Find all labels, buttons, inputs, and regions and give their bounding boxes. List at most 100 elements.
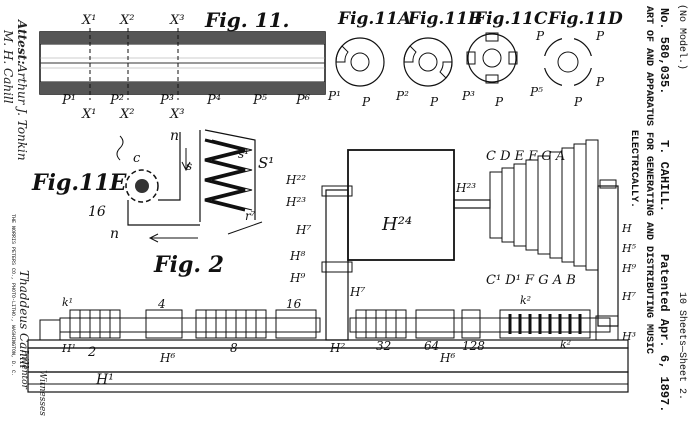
fig11d-p-c: P <box>573 95 583 109</box>
label-sixteen: 16 <box>286 297 302 311</box>
label-32: 32 <box>376 339 391 353</box>
patent-number: No. 580,035. <box>657 8 671 94</box>
label-p3: P³ <box>159 93 174 108</box>
fig11b-disc <box>403 37 453 87</box>
witnesses-block: Thaddeus Cahill <box>17 270 31 369</box>
fig11d-disc <box>543 37 593 87</box>
label-h7-center: H⁷ <box>349 285 365 299</box>
label-x1: X¹ <box>81 13 96 28</box>
witness2-block: M. H. Cahill <box>1 29 15 104</box>
label-four: 4 <box>157 297 166 311</box>
label-x2: X² <box>119 13 134 28</box>
witnesses-label-block: Witnesses <box>37 370 47 416</box>
no-model-block: (No Model.) <box>676 4 688 70</box>
label-k2-bottom: k² <box>560 338 571 351</box>
fig11e-assembly <box>116 129 263 243</box>
fig11e-c: c <box>133 151 141 166</box>
fig11c-title: Fig.11C <box>473 9 548 29</box>
witness1-signature: Arthur J. Tonkin <box>15 63 29 161</box>
label-h9-right: H⁹ <box>621 262 637 275</box>
fig11a-p: P <box>361 95 371 109</box>
label-h1-left: H¹ <box>61 342 76 355</box>
fig11e-n-bottom: n <box>110 226 119 242</box>
fig11a-p1: P¹ <box>327 89 341 103</box>
fig2-base <box>27 339 629 393</box>
fig2-motor <box>347 149 491 261</box>
fig11c-p3: P³ <box>461 89 475 103</box>
title-block-2: ELECTRICALLY. <box>628 130 639 208</box>
fig11-title: Fig. 11. <box>204 8 290 32</box>
fig11e-r7: r⁷ <box>245 209 256 223</box>
label-h4: H <box>621 222 632 235</box>
inventor-label: Inventor <box>19 349 29 390</box>
label-k2-top: k² <box>520 294 531 307</box>
fig11d-title: Fig.11D <box>547 9 623 29</box>
fig11b-p: P <box>429 95 439 109</box>
fig11e-S1: S¹ <box>258 154 274 172</box>
label-h8-left: H⁸ <box>289 249 305 263</box>
inventor-name-block: T. CAHILL. <box>657 140 671 212</box>
attest-label: Attest: <box>15 19 29 65</box>
fig2-stepped-cone <box>489 139 619 327</box>
fig11e-s1: s¹ <box>238 147 249 161</box>
label-h7-left: H⁷ <box>295 223 311 237</box>
fig11e-title: Fig.11E <box>31 170 128 196</box>
label-h23-left: H²³ <box>285 195 306 209</box>
patent-title-line2: ELECTRICALLY. <box>628 130 639 208</box>
label-h9-left: H⁹ <box>289 271 305 285</box>
label-two: 2 <box>87 345 96 360</box>
fig11a-disc <box>335 37 385 87</box>
label-x2-bottom: X² <box>119 107 134 122</box>
fig11e-s: s <box>186 159 192 173</box>
fig2-center-standard <box>321 185 353 341</box>
label-64: 64 <box>424 339 439 353</box>
label-h24: H²⁴ <box>381 214 412 235</box>
patent-title-line1: ART OF AND APPARATUS FOR GENERATING AND … <box>643 6 654 354</box>
publisher-block: THE NORRIS PETERS CO., PHOTO-LITHO., WAS… <box>10 214 16 376</box>
label-h5: H⁵ <box>621 242 637 255</box>
label-p1: P¹ <box>61 93 76 108</box>
label-h6-left: H⁶ <box>159 351 175 365</box>
witness2-signature: M. H. Cahill <box>1 29 15 104</box>
witnesses-label: Witnesses <box>37 370 47 416</box>
fig11e-16: 16 <box>88 204 106 220</box>
label-p2: P² <box>109 93 124 108</box>
patented-date: Patented Apr. 6, 1897. <box>657 254 671 412</box>
fig11d-p-a: P <box>535 29 545 43</box>
patent-number-block: No. 580,035. <box>657 8 671 94</box>
label-eight: 8 <box>230 341 238 355</box>
patented-date-block: Patented Apr. 6, 1897. <box>657 254 671 412</box>
label-p6: P⁶ <box>295 93 310 108</box>
no-model: (No Model.) <box>676 4 688 70</box>
label-h3: H³ <box>621 330 636 343</box>
label-128: 128 <box>462 339 485 353</box>
label-p5: P⁵ <box>252 93 268 108</box>
label-h23: H²³ <box>455 181 476 195</box>
title-block: ART OF AND APPARATUS FOR GENERATING AND … <box>643 6 654 354</box>
label-x3-bottom: X³ <box>169 107 184 122</box>
label-h2: H² <box>329 341 345 355</box>
fig2-left-shaft <box>39 309 321 341</box>
fig11c-p: P <box>494 95 504 109</box>
fig11d-p-b: P <box>595 29 605 43</box>
label-x3: X³ <box>169 13 184 28</box>
fig11e-n-top: n <box>170 128 179 144</box>
fig11-shaft <box>39 28 326 100</box>
label-h7-right: H⁷ <box>621 290 637 303</box>
inventor-signature: Thaddeus Cahill <box>17 270 31 369</box>
attest-block: Attest: Arthur J. Tonkin <box>15 19 29 161</box>
sheets-block: 10 Sheets—Sheet 2. <box>676 292 688 400</box>
fig11b-p2: P² <box>395 89 409 103</box>
label-cone-top: C D E F G A <box>486 149 565 164</box>
fig11a-title: Fig.11A <box>337 9 411 29</box>
fig11d-p5: P⁵ <box>529 85 543 99</box>
fig11d-p-d: P <box>595 75 605 89</box>
label-x1-bottom: X¹ <box>81 107 96 122</box>
label-k1-left: k¹ <box>62 296 73 309</box>
publisher-note: THE NORRIS PETERS CO., PHOTO-LITHO., WAS… <box>10 214 16 376</box>
inventor-label-block: Inventor <box>19 349 29 390</box>
label-cone-bottom: C¹ D¹ F G A B <box>486 273 576 288</box>
fig11c-disc <box>466 32 518 84</box>
